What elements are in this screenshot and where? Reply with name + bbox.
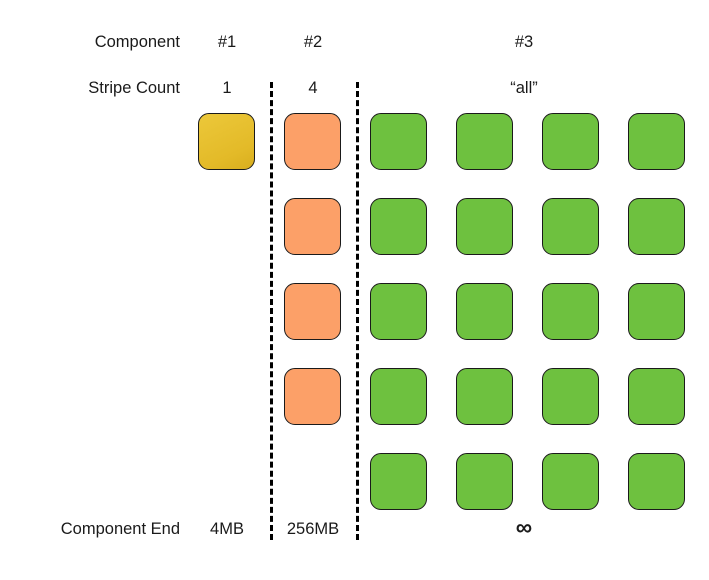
- stripe-box: [284, 113, 341, 170]
- stripe-box: [628, 113, 685, 170]
- stripe-box: [456, 283, 513, 340]
- stripe-box: [542, 453, 599, 510]
- stripe-box: [284, 283, 341, 340]
- stripe-box: [542, 283, 599, 340]
- stripe-box: [628, 198, 685, 255]
- component-end-value-2: 256MB: [286, 520, 340, 538]
- stripe-box: [456, 368, 513, 425]
- stripe-count-value-2: 4: [308, 79, 318, 97]
- component-header-3: #3: [514, 33, 534, 51]
- stripe-box: [198, 113, 255, 170]
- stripe-box: [284, 198, 341, 255]
- component-divider-2: [356, 82, 359, 540]
- stripe-box: [370, 198, 427, 255]
- stripe-box: [370, 283, 427, 340]
- stripe-box: [370, 368, 427, 425]
- stripe-box: [542, 113, 599, 170]
- stripe-box: [456, 113, 513, 170]
- stripe-box: [370, 453, 427, 510]
- stripe-count-value-3: “all”: [510, 79, 538, 97]
- component-end-value-1: 4MB: [210, 520, 244, 538]
- row-label-component: Component: [94, 33, 180, 51]
- component-end-value-3-infinity: ∞: [515, 514, 533, 540]
- stripe-box: [284, 368, 341, 425]
- stripe-box: [370, 113, 427, 170]
- stripe-box: [456, 198, 513, 255]
- stripe-box: [456, 453, 513, 510]
- stripe-box: [628, 283, 685, 340]
- stripe-box: [628, 453, 685, 510]
- row-label-component-end: Component End: [60, 520, 180, 538]
- stripe-count-value-1: 1: [222, 79, 232, 97]
- row-label-stripe-count: Stripe Count: [88, 79, 180, 97]
- stripe-box: [628, 368, 685, 425]
- stripe-box: [542, 198, 599, 255]
- component-header-1: #1: [217, 33, 237, 51]
- stripe-box: [542, 368, 599, 425]
- component-header-2: #2: [303, 33, 323, 51]
- component-divider-1: [270, 82, 273, 540]
